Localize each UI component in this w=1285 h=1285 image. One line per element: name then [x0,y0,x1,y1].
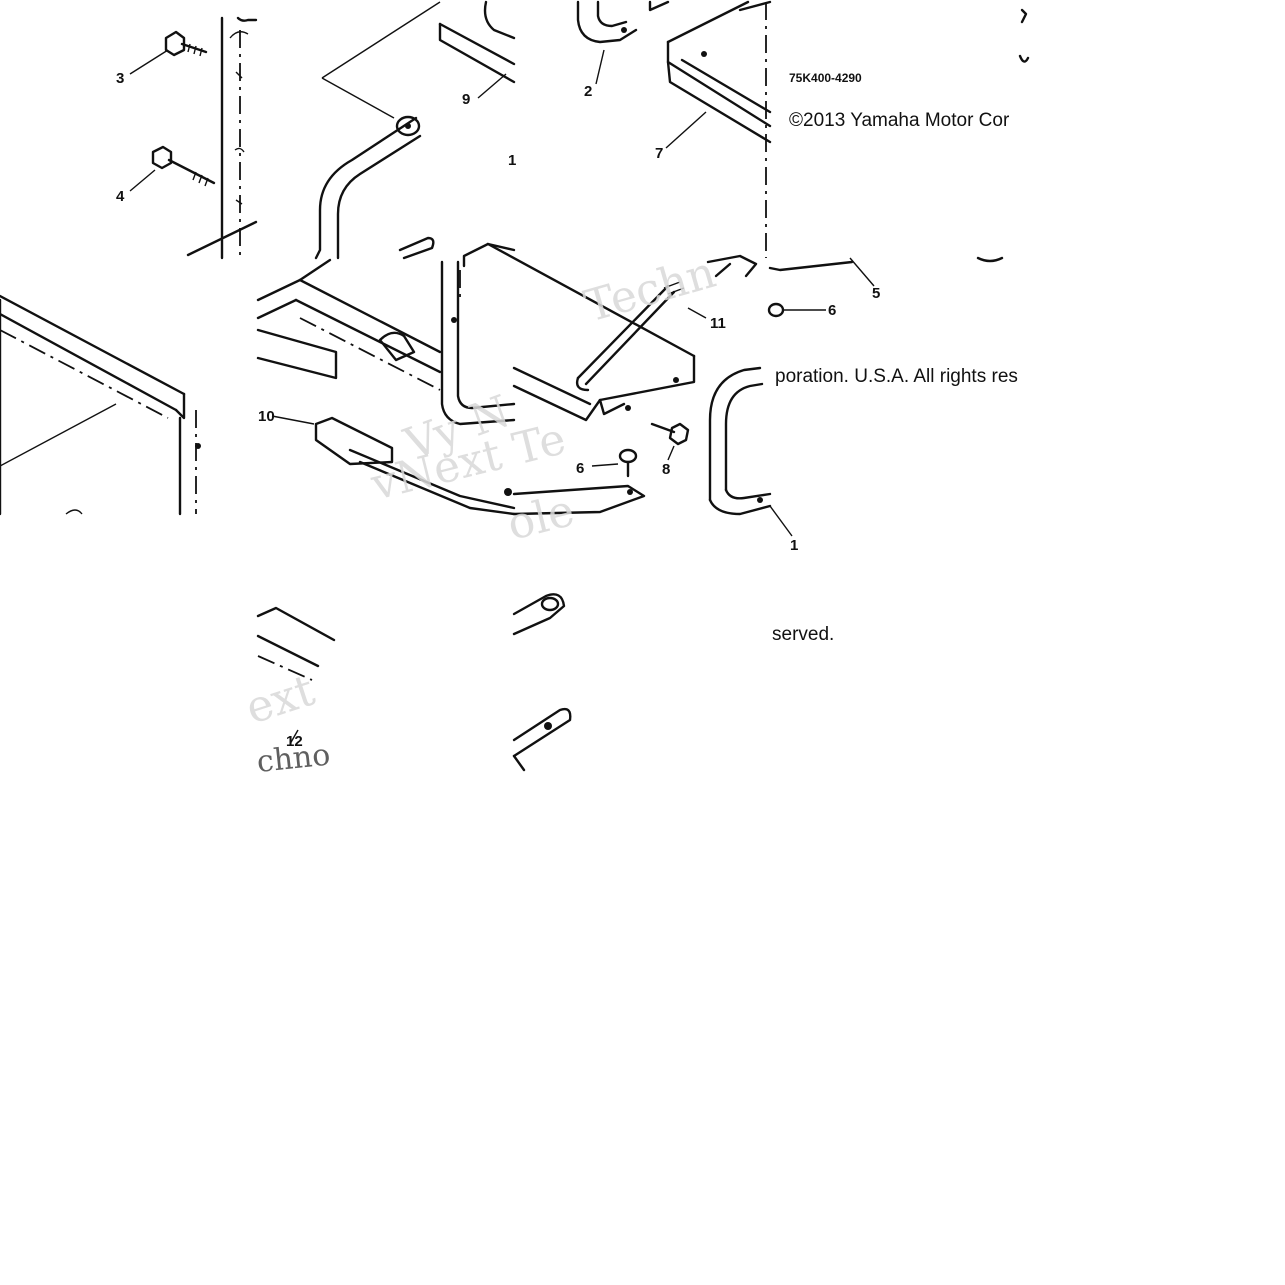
copyright-line-3: served. [772,624,834,645]
tile-middle-left [0,294,201,516]
copyright-line-1: ©2013 Yamaha Motor Cor [789,110,1010,131]
callout-4: 4 [116,188,125,205]
callout-2: 2 [584,83,592,100]
tile-middle-right: 5 6 poration. U.S.A. All rights res 1 [706,254,1018,554]
loop-2 [576,0,670,44]
callout-7: 7 [655,145,663,162]
tile-middle-center: 10 [256,258,516,516]
tile-middle-center-right: 11 8 6 [462,242,726,516]
bolt-4 [151,145,216,187]
callout-6b: 6 [576,460,584,477]
callout-5: 5 [872,285,880,302]
callout-8: 8 [662,461,670,478]
callout-3: 3 [116,70,124,87]
tile-top-right: 2 7 [576,0,772,258]
copyright-line-2: poration. U.S.A. All rights res [775,366,1018,387]
bolt-3 [164,30,208,57]
part-code: 75K400-4290 [789,71,862,85]
callout-12: 12 [286,733,303,750]
watermark-chno: chno [255,737,332,779]
tile-top-middle: 9 1 [314,0,516,260]
handle-arm [314,115,422,260]
watermark-ext: ext [240,665,321,735]
callout-11: 11 [710,315,726,332]
callout-6a: 6 [828,302,836,319]
callout-1a: 1 [790,537,798,554]
callout-9: 9 [462,91,470,108]
box-7 [666,0,772,258]
screw-6 [618,448,638,478]
callout-1b: 1 [508,152,516,169]
strip-10 [314,416,516,516]
bolt-8 [650,422,690,446]
tile-bottom-center: 12 [256,606,336,750]
watermark-techn: Techn [579,247,721,333]
rod-11 [575,281,685,392]
tile-bottom-center-right [512,593,572,772]
tile-title-block: 75K400-4290 ©2013 Yamaha Motor Cor [789,8,1030,131]
tile-top-left: 3 4 [116,16,258,260]
callout-10: 10 [258,408,275,425]
loop-1 [708,366,772,516]
bar-9 [438,22,516,84]
watermark-layer: Techn vNext Te Vy N ext chno ole [240,247,722,780]
